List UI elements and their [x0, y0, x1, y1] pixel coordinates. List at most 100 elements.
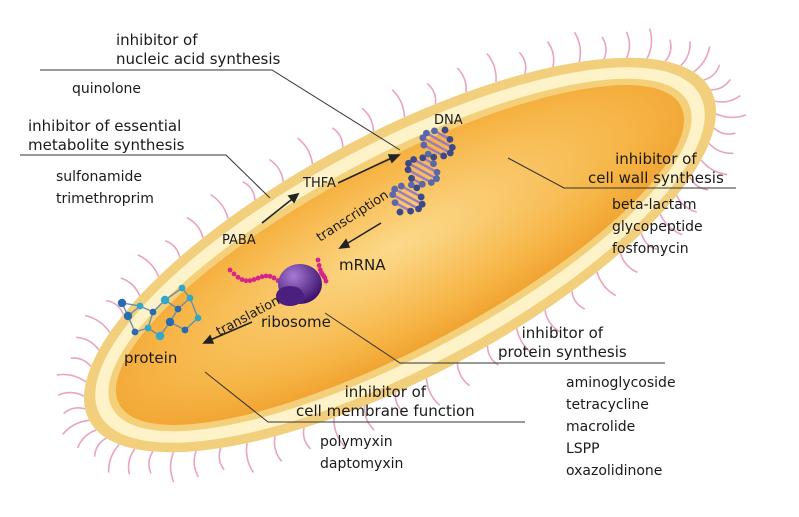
- drug-item: polymyxin: [320, 434, 393, 450]
- pilus: [245, 442, 255, 473]
- pilus: [456, 362, 470, 387]
- pilus: [625, 31, 631, 59]
- pilus: [425, 378, 441, 406]
- drug-item: glycopeptide: [612, 219, 703, 235]
- paba-label: PABA: [222, 233, 256, 248]
- pilus: [70, 357, 92, 368]
- leader-protein: [324, 312, 665, 364]
- cytoplasm: [115, 85, 685, 425]
- pilus: [57, 391, 85, 397]
- pilus: [76, 429, 97, 449]
- drug-item: oxazolidinone: [566, 463, 663, 479]
- dna-label: DNA: [434, 113, 463, 128]
- pilus: [703, 64, 721, 81]
- pilus: [571, 291, 586, 310]
- ribosome-label: ribosome: [261, 313, 331, 331]
- pilus: [700, 159, 728, 176]
- pilus: [714, 94, 741, 103]
- pilus: [646, 28, 653, 59]
- protein-heading: inhibitor of protein synthesis: [498, 324, 627, 362]
- pilus: [93, 437, 107, 457]
- pilus: [333, 417, 345, 447]
- pilus: [302, 427, 312, 450]
- heading-line: cell wall synthesis: [588, 169, 724, 187]
- pilus: [693, 46, 711, 73]
- cell-wall-drugs: beta-lactam glycopeptide fosfomycin: [612, 194, 703, 260]
- pilus: [518, 51, 527, 74]
- drug-item: tetracycline: [566, 397, 649, 413]
- pilus: [297, 137, 314, 165]
- drug-item: beta-lactam: [612, 197, 697, 213]
- transcription-arrow: [342, 222, 382, 247]
- paba-thfa-arrow: [261, 195, 297, 224]
- pilus: [76, 336, 100, 351]
- pilus: [209, 193, 229, 219]
- drug-item: daptomyxin: [320, 456, 404, 472]
- drug-item: aminoglycoside: [566, 375, 676, 391]
- drug-item: quinolone: [72, 81, 142, 97]
- bacterial-cell: [83, 57, 717, 453]
- pilus: [218, 447, 225, 471]
- leader-cell-wall: [507, 157, 736, 189]
- pilus: [361, 107, 375, 132]
- pilus: [659, 213, 683, 236]
- pilus: [63, 407, 86, 415]
- heading-line: nucleic acid synthesis: [116, 50, 281, 68]
- heading-line: protein synthesis: [498, 343, 627, 361]
- pilus: [127, 448, 136, 475]
- pilus: [120, 277, 141, 297]
- pilus: [148, 451, 154, 474]
- leader-lines: [20, 69, 736, 423]
- heading-line: inhibitor of: [615, 150, 697, 168]
- pilus: [546, 41, 555, 68]
- thfa-dna-arrow: [337, 155, 397, 184]
- pilus: [689, 177, 709, 191]
- pilus: [710, 78, 731, 91]
- drug-item: fosfomycin: [612, 241, 689, 257]
- pilus: [544, 309, 561, 333]
- pilus: [675, 195, 698, 213]
- pili-group: [56, 28, 747, 483]
- pilus: [169, 451, 175, 483]
- pilus: [137, 254, 160, 277]
- mrna-label: mRNA: [339, 256, 386, 274]
- pilus: [242, 180, 256, 200]
- pilus: [165, 239, 181, 258]
- pilus: [601, 36, 607, 60]
- heading-line: cell membrane function: [296, 402, 475, 420]
- pilus: [268, 158, 284, 182]
- pilus: [596, 271, 617, 297]
- heading-line: inhibitor of: [521, 324, 604, 342]
- leader-nucleic-acid: [40, 69, 401, 151]
- nucleic-acid-drugs: quinolone: [72, 78, 141, 100]
- pilus: [664, 39, 672, 62]
- pilus: [394, 392, 405, 414]
- pilus: [426, 82, 437, 104]
- thfa-label: THFA: [302, 176, 336, 191]
- membrane-drugs: polymyxin daptomyxin: [320, 431, 403, 475]
- heading-line: inhibitor of: [344, 383, 427, 401]
- metabolite-heading: inhibitor of essential metabolite synthe…: [28, 117, 184, 155]
- double-helix-icon: [389, 126, 456, 216]
- pilus: [363, 406, 375, 431]
- protein-drugs: aminoglycoside tetracycline macrolide LS…: [566, 372, 676, 482]
- leader-membrane: [204, 371, 525, 423]
- drug-item: macrolide: [566, 419, 636, 435]
- translation-arrow: [207, 321, 253, 342]
- pilus: [106, 299, 125, 315]
- pilus: [193, 450, 200, 478]
- metabolite-drugs: sulfonamide trimethroprim: [56, 166, 154, 210]
- heading-line: inhibitor of essential: [28, 117, 182, 135]
- pilus: [640, 233, 657, 251]
- pilus: [107, 443, 120, 473]
- pilus: [331, 127, 344, 148]
- cell-wall-heading: inhibitor of cell wall synthesis: [588, 150, 724, 188]
- heading-line: metabolite synthesis: [28, 136, 185, 154]
- pilus: [619, 252, 638, 274]
- pilus: [573, 31, 582, 63]
- pilus: [708, 142, 734, 155]
- drug-item: sulfonamide: [56, 169, 143, 185]
- membrane-heading: inhibitor of cell membrane function: [296, 383, 475, 421]
- pathway-arrows: [202, 154, 401, 344]
